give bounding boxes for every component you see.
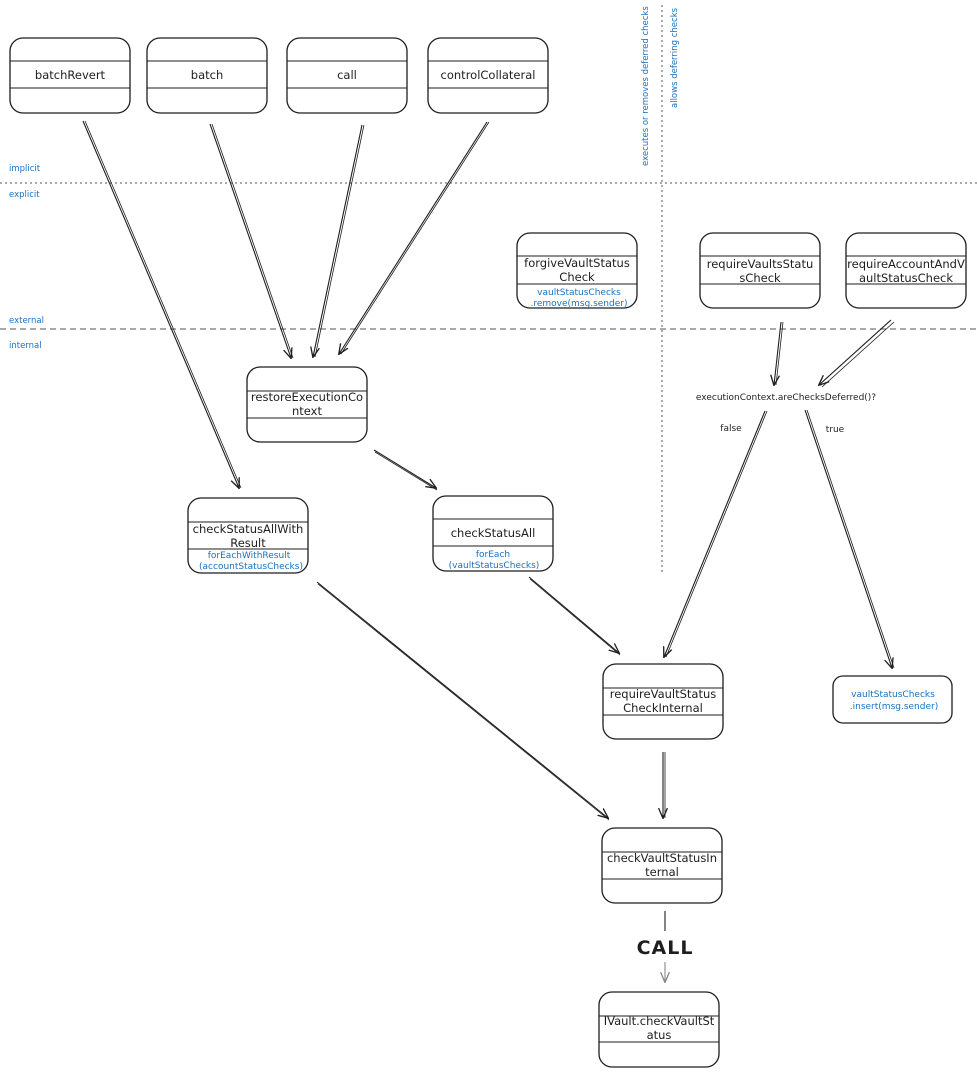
arrow-check-status-all-to-require-internal bbox=[528, 576, 619, 653]
node-sub-line-1: vaultStatusChecks bbox=[851, 690, 935, 700]
node-batch-revert: batchRevert bbox=[9, 37, 131, 114]
zone-label-implicit: implicit bbox=[9, 164, 41, 174]
arrow-check-status-all-to-require-internal-echo bbox=[529, 578, 621, 656]
node-label-line-1: requireVaultsStatu bbox=[707, 257, 814, 271]
arrow-batch-to-restore-echo bbox=[211, 123, 294, 359]
node-sub-line-1: forEach bbox=[476, 550, 510, 560]
arrow-batch-revert-to-check-status-all-with-result-echo bbox=[84, 120, 242, 489]
node-check-vault-status-internal: checkVaultStatusIn ternal bbox=[601, 827, 723, 904]
deferred-condition-label: executionContext.areChecksDeferred()? bbox=[696, 393, 876, 403]
node-forgive-vault-status-check: forgiveVaultStatus Check vaultStatusChec… bbox=[516, 232, 638, 309]
node-label: batchRevert bbox=[35, 68, 106, 82]
zone-label-external: external bbox=[9, 316, 44, 326]
allows-deferring-note: allows deferring checks bbox=[670, 7, 680, 108]
node-label-line-2: Result bbox=[230, 536, 266, 550]
node-vault-status-checks-insert: vaultStatusChecks .insert(msg.sender) bbox=[832, 675, 953, 724]
node-check-status-all: checkStatusAll forEach (vaultStatusCheck… bbox=[432, 495, 554, 572]
node-sub-line-2: .insert(msg.sender) bbox=[850, 702, 938, 712]
node-label: controlCollateral bbox=[441, 68, 536, 82]
node-label-line-2: ternal bbox=[645, 865, 679, 879]
arrow-require-vaults-to-condition bbox=[774, 321, 782, 385]
node-label-line-2: CheckInternal bbox=[623, 701, 703, 715]
arrow-require-account-to-condition bbox=[819, 319, 892, 385]
arrow-check-status-all-with-result-to-check-internal bbox=[316, 581, 608, 818]
arrow-call-to-restore bbox=[313, 124, 363, 357]
node-batch: batch bbox=[146, 37, 268, 114]
arrow-control-collateral-to-restore-echo bbox=[340, 121, 490, 355]
node-call: call bbox=[286, 37, 408, 114]
node-label-line-1: forgiveVaultStatus bbox=[524, 256, 630, 270]
arrow-condition-true-to-insert bbox=[804, 409, 892, 668]
node-label-line-1: checkVaultStatusIn bbox=[607, 851, 717, 865]
node-label-line-2: Check bbox=[559, 270, 595, 284]
arrow-restore-to-check-status-all-echo bbox=[374, 451, 438, 491]
arrow-batch-to-restore bbox=[209, 123, 291, 358]
node-require-account-and-vault-status-check: requireAccountAndV aultStatusCheck bbox=[845, 232, 967, 309]
node-label-line-1: checkStatusAllWith bbox=[193, 522, 304, 536]
node-ivault-check-vault-status: IVault.checkVaultSt atus bbox=[598, 991, 720, 1068]
zone-label-internal: internal bbox=[9, 341, 42, 351]
arrow-require-vaults-to-condition-echo bbox=[775, 321, 784, 386]
zone-label-explicit: explicit bbox=[9, 190, 40, 200]
node-sub-line-2: (vaultStatusChecks) bbox=[449, 561, 540, 571]
node-sub-line-1: forEachWithResult bbox=[208, 551, 291, 561]
arrow-control-collateral-to-restore bbox=[339, 121, 488, 354]
false-branch-label: false bbox=[720, 424, 742, 434]
node-label-line-2: atus bbox=[647, 1028, 672, 1042]
node-require-vaults-status-check: requireVaultsStatu sCheck bbox=[699, 232, 821, 309]
node-control-collateral: controlCollateral bbox=[427, 37, 549, 114]
node-sub-line-2: (accountStatusChecks) bbox=[199, 562, 303, 572]
arrow-restore-to-check-status-all bbox=[373, 449, 436, 488]
node-label: call bbox=[337, 68, 357, 82]
arrow-condition-false-to-require-internal bbox=[664, 410, 766, 657]
node-label-line-1: requireAccountAndV bbox=[847, 257, 965, 271]
executes-deferred-note: executes or removes deferred checks bbox=[641, 6, 651, 166]
node-label-line-2: aultStatusCheck bbox=[859, 271, 953, 285]
node-label: checkStatusAll bbox=[451, 526, 536, 540]
node-label-line-1: IVault.checkVaultSt bbox=[604, 1014, 715, 1028]
call-label: CALL bbox=[637, 937, 694, 959]
arrow-require-account-to-condition-echo bbox=[821, 321, 895, 388]
arrow-call-to-restore-echo bbox=[314, 124, 365, 358]
arrow-batch-revert-to-check-status-all-with-result bbox=[82, 120, 239, 488]
node-restore-execution-context: restoreExecutionCo ntext bbox=[246, 366, 368, 443]
arrow-condition-false-to-require-internal-echo bbox=[665, 410, 768, 658]
arrow-check-status-all-with-result-to-check-internal-echo bbox=[317, 583, 610, 821]
node-label-line-1: restoreExecutionCo bbox=[251, 390, 363, 404]
node-label-line-1: requireVaultStatus bbox=[610, 687, 717, 701]
arrow-condition-true-to-insert-echo bbox=[806, 409, 895, 669]
node-label: batch bbox=[191, 68, 223, 82]
node-require-vault-status-check-internal: requireVaultStatus CheckInternal bbox=[602, 663, 724, 740]
node-check-status-all-with-result: checkStatusAllWith Result forEachWithRes… bbox=[187, 497, 309, 574]
node-sub-line-1: vaultStatusChecks bbox=[537, 288, 621, 298]
true-branch-label: true bbox=[826, 425, 845, 435]
node-label-line-2: ntext bbox=[292, 404, 322, 418]
node-label-line-2: sCheck bbox=[739, 271, 781, 285]
node-sub-line-2: .remove(msg.sender) bbox=[531, 299, 628, 309]
